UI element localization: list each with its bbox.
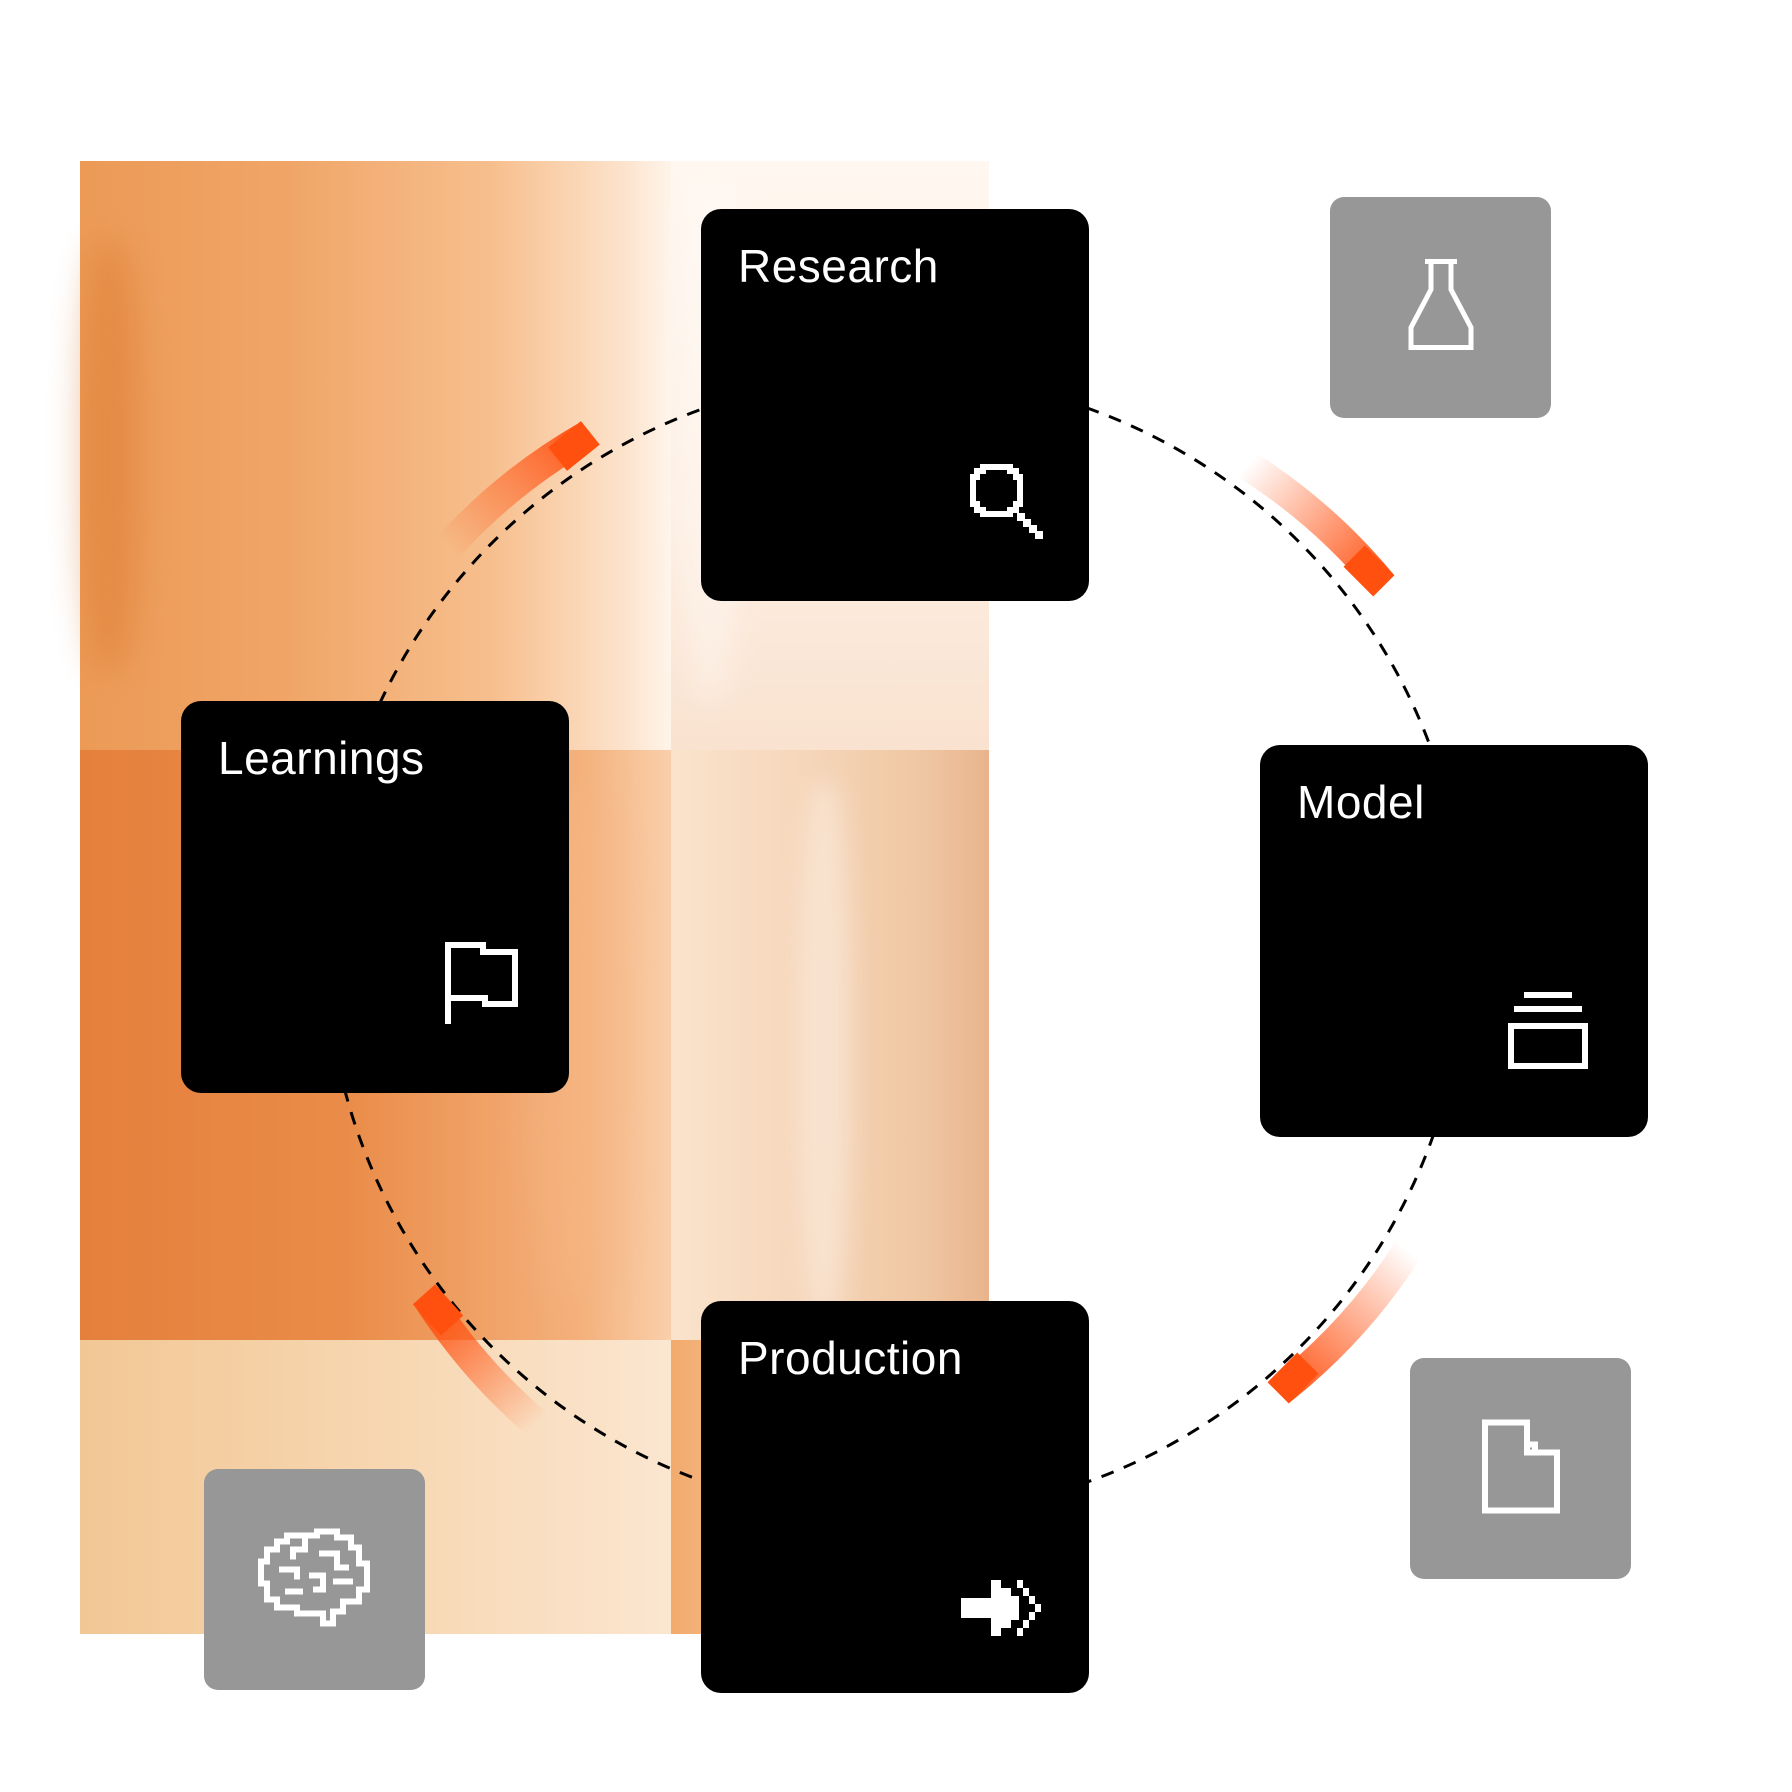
- stage-label: Learnings: [218, 732, 425, 784]
- stage-card-learnings[interactable]: Learnings: [181, 701, 569, 1093]
- flow-arrowhead-bottom-right: [1267, 1352, 1319, 1404]
- stage-label: Model: [1297, 776, 1425, 828]
- stage-card-production[interactable]: Production: [701, 1301, 1089, 1693]
- magnifier-icon: [965, 464, 1049, 553]
- flask-icon: [1401, 257, 1481, 358]
- badge-document: [1410, 1358, 1631, 1579]
- stacked-layers-icon: [1506, 988, 1590, 1077]
- stage-card-research[interactable]: Research: [701, 209, 1089, 601]
- stage-label: Production: [738, 1332, 963, 1384]
- badge-insight: [204, 1469, 425, 1690]
- flow-arrowhead-top-right: [1343, 545, 1395, 597]
- arrow-right-icon: [959, 1576, 1043, 1645]
- flow-arrowhead-top-left: [548, 421, 600, 471]
- document-icon: [1481, 1418, 1561, 1519]
- flow-arrowhead-bottom-left: [412, 1284, 464, 1336]
- stage-label: Research: [738, 240, 939, 292]
- badge-experiment: [1330, 197, 1551, 418]
- flag-icon: [443, 940, 523, 1029]
- brain-icon: [257, 1527, 373, 1632]
- stage-card-model[interactable]: Model: [1260, 745, 1648, 1137]
